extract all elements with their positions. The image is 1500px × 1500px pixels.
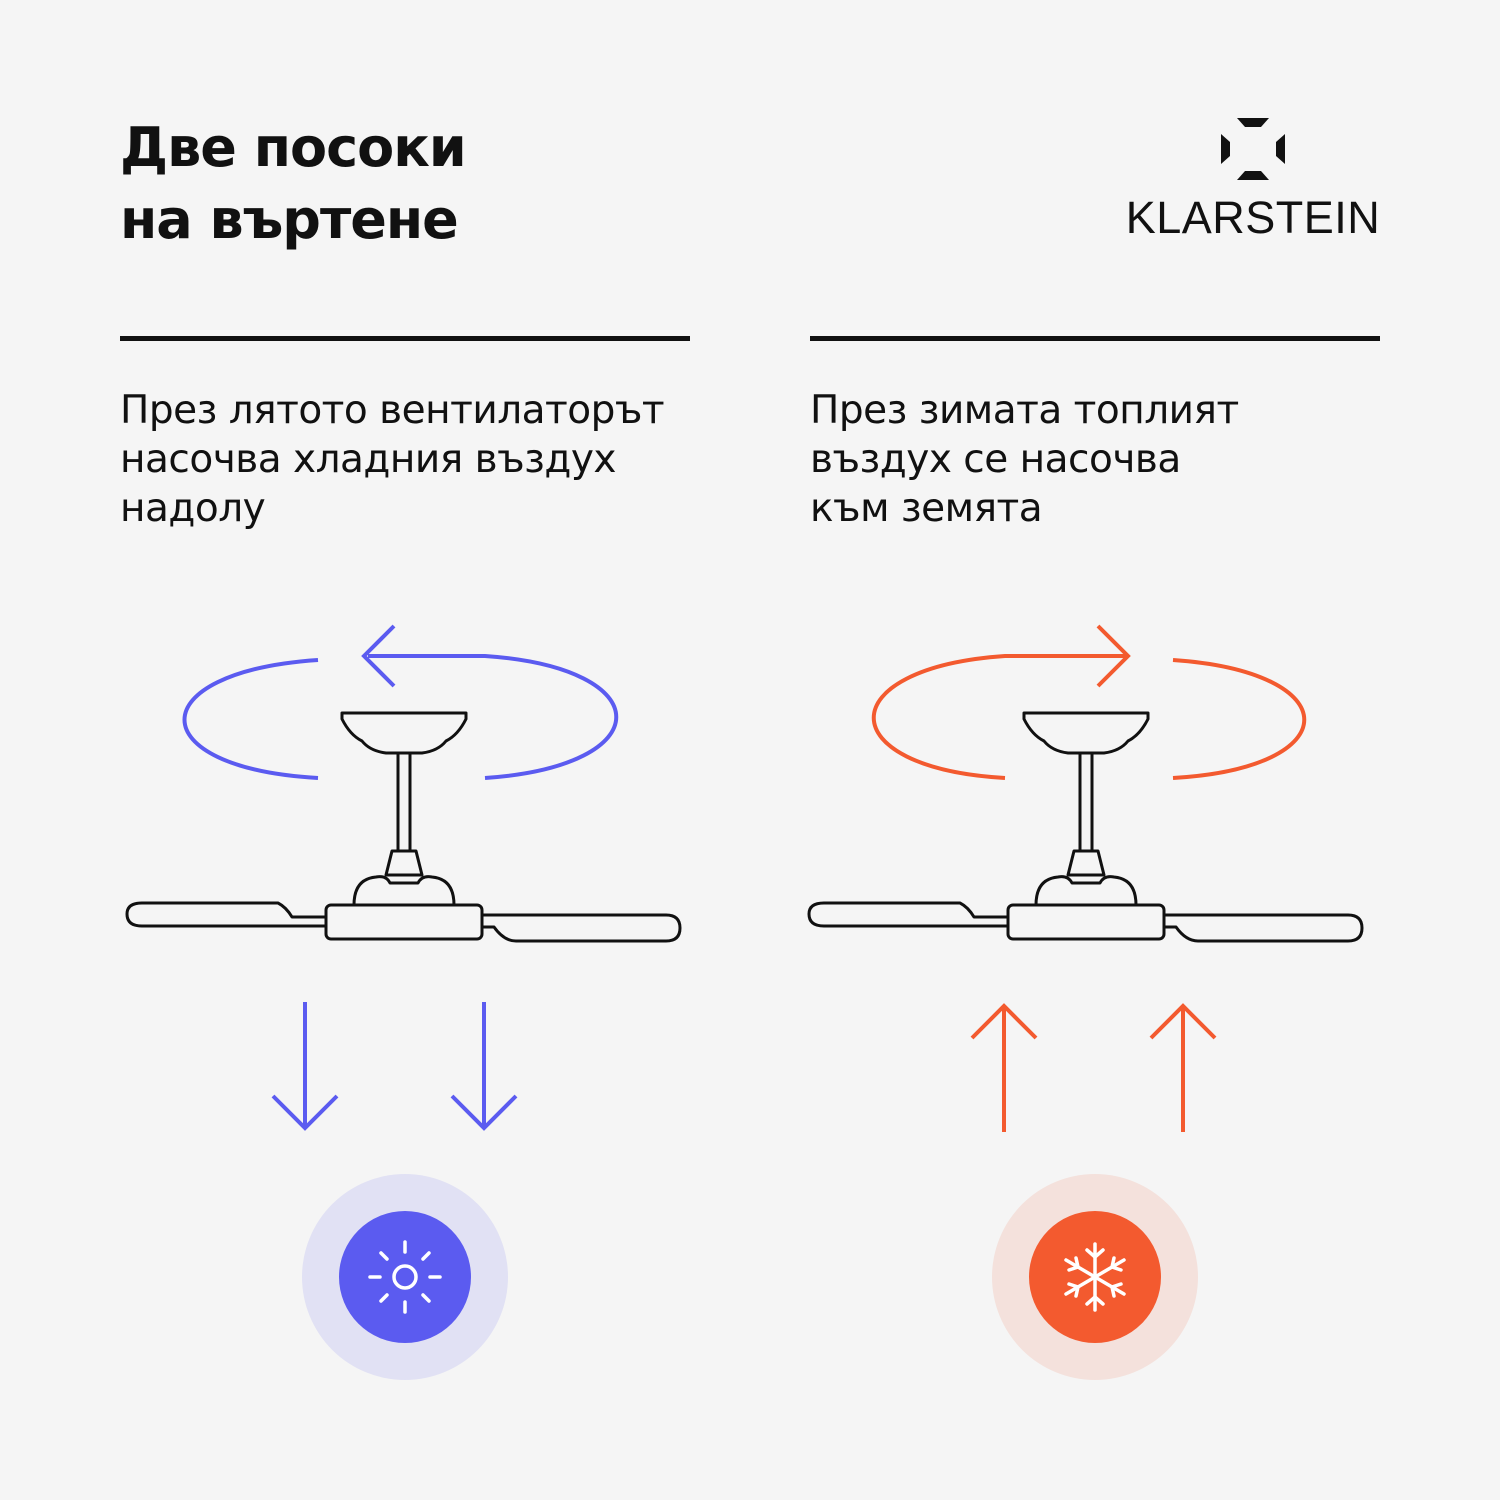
title-line-2: на въртене [120, 188, 459, 251]
divider-winter [810, 336, 1380, 341]
divider-summer [120, 336, 690, 341]
sun-icon [368, 1240, 442, 1314]
summer-description: През лятото вентилаторът насочва хладния… [120, 386, 710, 533]
winter-text-line-3: към земята [810, 486, 1043, 531]
winter-text-line-2: въздух се насочва [810, 437, 1181, 482]
snowflake-icon [1064, 1242, 1126, 1312]
summer-text-line-3: надолу [120, 486, 266, 531]
winter-snowflake-badge [992, 1174, 1198, 1380]
summer-rotation-arrow [182, 624, 619, 780]
summer-sun-badge [302, 1174, 508, 1380]
winter-description: През зимата топлият въздух се насочва къ… [810, 386, 1400, 533]
title-line-1: Две посоки [120, 116, 467, 179]
winter-rotation-arrow [871, 624, 1307, 780]
summer-text-line-2: насочва хладния въздух [120, 437, 617, 482]
winter-airflow-up-arrows [970, 1003, 1217, 1132]
page-title: Две посоки на въртене [120, 112, 467, 256]
octagon-mark-icon [1221, 118, 1285, 180]
winter-text-line-1: През зимата топлият [810, 388, 1239, 433]
summer-airflow-down-arrows [271, 1002, 518, 1131]
brand-logo: KLARSTEIN [1118, 118, 1388, 248]
summer-text-line-1: През лятото вентилаторът [120, 388, 665, 433]
brand-name: KLARSTEIN [1125, 192, 1381, 243]
